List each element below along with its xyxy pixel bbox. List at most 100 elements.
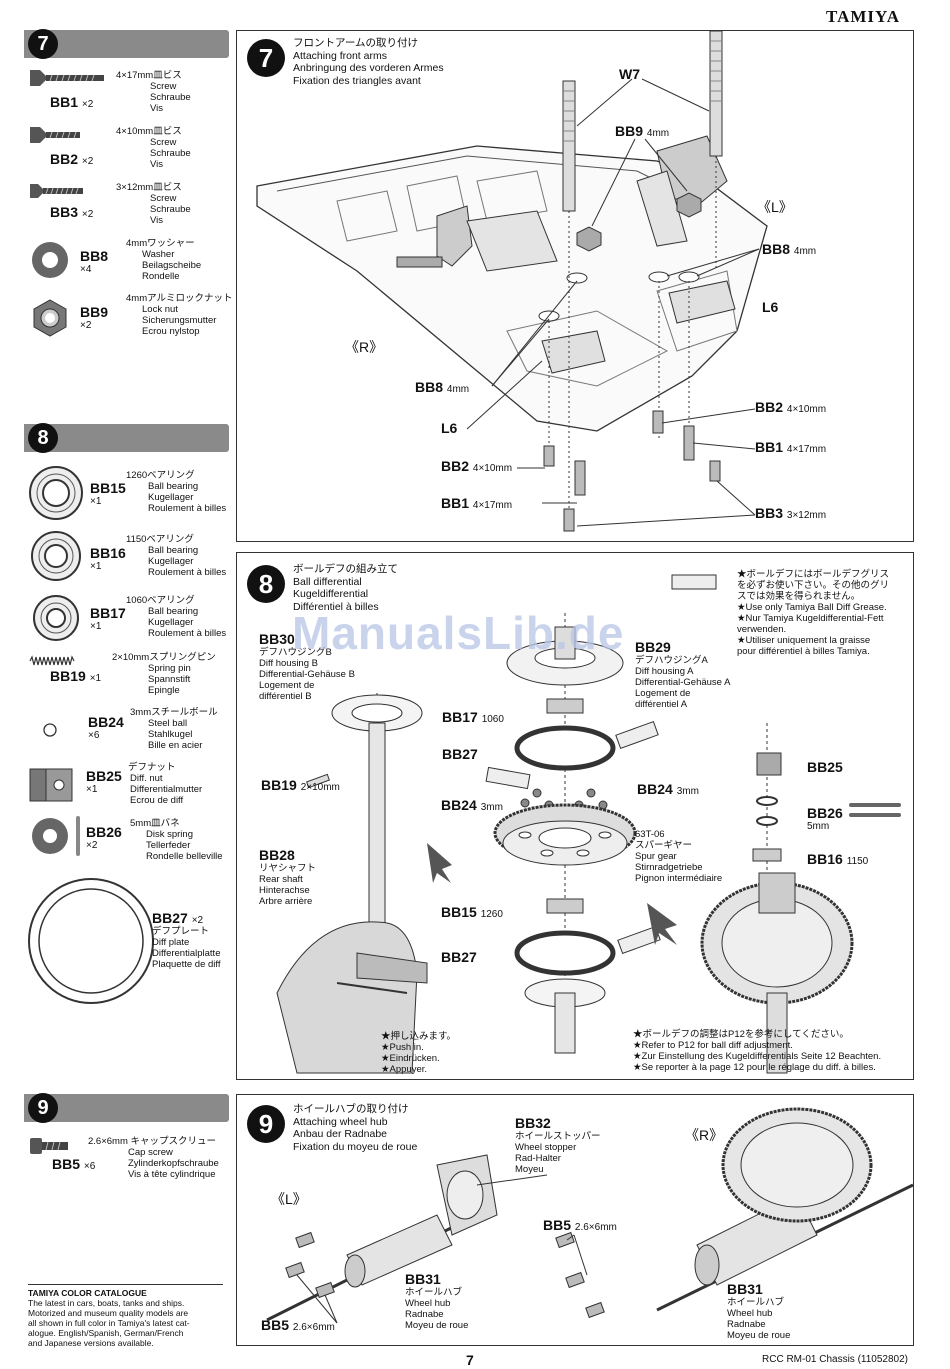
bb16-bearing-icon bbox=[31, 531, 81, 581]
step7-panel: 7 フロントアームの取り付け Attaching front arms Anbr… bbox=[236, 30, 914, 542]
bb2-right-callout: BB2 4×10mm bbox=[755, 399, 827, 415]
step9-number: 9 bbox=[247, 1105, 285, 1143]
bb24-left-callout: BB24 3mm bbox=[441, 797, 503, 813]
bb1-screw-icon bbox=[30, 70, 104, 86]
bb31-right-callout: BB31 ホイールハブ Wheel hub Radnabe Moyeu de r… bbox=[727, 1281, 791, 1341]
bb3-callout: BB3 3×12mm bbox=[755, 505, 827, 521]
bb8-desc: 4mmワッシャー Washer Beilagscheibe Rondelle bbox=[126, 238, 202, 282]
bb24-desc: 3mmスチールボール Steel ball Stahlkugel Bille e… bbox=[130, 707, 218, 751]
bb5-right-callout: BB5 2.6×6mm bbox=[543, 1217, 617, 1233]
bb24-right-callout: BB24 3mm bbox=[637, 781, 699, 797]
bb3-desc: 3×12mm皿ビス Screw Schraube Vis bbox=[116, 182, 191, 226]
bb3-code: BB3 ×2 bbox=[50, 204, 94, 220]
bb9-locknut-icon bbox=[33, 299, 67, 337]
l6-right-callout: L6 bbox=[762, 299, 779, 315]
bb26-diskspring-icon bbox=[32, 816, 80, 856]
bb5-code: BB5 ×6 bbox=[52, 1156, 96, 1172]
bb28-callout: BB28 リヤシャフト Rear shaft Hinterachse Arbre… bbox=[259, 847, 317, 907]
wheel-hub-assembly-diagram bbox=[266, 1107, 914, 1324]
catalogue-title: TAMIYA COLOR CATALOGUE bbox=[28, 1288, 147, 1298]
bb8-left-callout: BB8 4mm bbox=[415, 379, 470, 395]
brand-logo: TAMIYA bbox=[826, 7, 901, 26]
bb32-callout: BB32 ホイールストッパー Wheel stopper Rad-Halter … bbox=[515, 1115, 601, 1175]
catalogue-line: alogue. English/Spanish, German/French bbox=[28, 1328, 184, 1338]
bb27-bottom-callout: BB27 bbox=[441, 949, 477, 965]
step7-number: 7 bbox=[247, 39, 285, 77]
bb25-diffnut-icon bbox=[29, 768, 73, 802]
bb15-code: BB15×1 bbox=[90, 480, 126, 507]
step8-parts-header bbox=[24, 424, 229, 452]
bb17-callout: BB17 1060 bbox=[442, 709, 504, 725]
bb27-top-callout: BB27 bbox=[442, 746, 478, 762]
bb9-code: BB9×2 bbox=[80, 304, 109, 331]
step9-title: ホイールハブの取り付け Attaching wheel hub Anbau de… bbox=[293, 1103, 418, 1153]
catalogue-line: and Japanese versions available. bbox=[28, 1338, 154, 1348]
bb25-code: BB25×1 bbox=[86, 768, 122, 795]
bb16-desc: 1150ベアリング Ball bearing Kugellager Roulem… bbox=[126, 534, 227, 578]
bb16-code: BB16×1 bbox=[90, 545, 126, 572]
front-arm-assembly-diagram bbox=[256, 30, 768, 532]
step8-title: ボールデフの組み立て Ball differential Kugeldiffer… bbox=[293, 563, 398, 613]
bb1-code: BB1 ×2 bbox=[50, 94, 94, 110]
w7-callout: W7 bbox=[619, 66, 640, 82]
bb19-springpin-icon bbox=[29, 655, 75, 666]
bb9-desc: 4mmアルミロックナット Lock nut Sicherungsmutter E… bbox=[126, 293, 233, 337]
bb30-callout: BB30 デフハウジングB Diff housing B Differentia… bbox=[259, 631, 355, 702]
bb29-callout: BB29 デフハウジングA Diff housing A Differentia… bbox=[635, 639, 731, 710]
bb9-callout: BB9 4mm bbox=[615, 123, 670, 139]
step9-parts-number: 9 bbox=[28, 1093, 58, 1123]
step8-panel: 8 ボールデフの組み立て Ball differential Kugeldiff… bbox=[236, 552, 914, 1080]
bb5-capscrew-icon bbox=[30, 1138, 68, 1154]
bb17-bearing-icon bbox=[33, 595, 79, 641]
ball-diff-assembly-diagram bbox=[276, 574, 901, 1074]
bb2-code: BB2 ×2 bbox=[50, 151, 94, 167]
bb8-right-callout: BB8 4mm bbox=[762, 241, 817, 257]
bb17-code: BB17×1 bbox=[90, 605, 126, 632]
bb26-code: BB26×2 bbox=[86, 824, 122, 851]
right-side-label: 《R》 bbox=[685, 1127, 724, 1143]
bb5-desc: 2.6×6mm キャップスクリュー Cap screw Zylinderkopf… bbox=[88, 1136, 219, 1180]
bb1-left-callout: BB1 4×17mm bbox=[441, 495, 513, 511]
spur-gear-callout: 63T-06 スパーギヤー Spur gear Stirnradgetriebe… bbox=[635, 829, 723, 884]
bb19-code: BB19 ×1 bbox=[50, 668, 102, 684]
catalogue-line: The latest in cars, boats, tanks and shi… bbox=[28, 1298, 185, 1308]
bb15-bearing-icon bbox=[29, 466, 83, 520]
bb1-right-callout: BB1 4×17mm bbox=[755, 439, 827, 455]
bb8-code: BB8×4 bbox=[80, 248, 109, 275]
step7-parts-number: 7 bbox=[28, 29, 58, 59]
bb16-callout: BB16 1150 bbox=[807, 851, 869, 867]
step9-parts-header bbox=[24, 1094, 229, 1122]
bb8-washer-icon bbox=[32, 242, 68, 278]
left-side-label: 《L》 bbox=[271, 1191, 307, 1207]
step7-parts-header bbox=[24, 30, 229, 58]
bb17-desc: 1060ベアリング Ball bearing Kugellager Roulem… bbox=[126, 595, 227, 639]
bb27-desc: デフプレート Diff plate Differentialplatte Pla… bbox=[152, 926, 221, 970]
bb15-desc: 1260ベアリング Ball bearing Kugellager Roulem… bbox=[126, 470, 227, 514]
push-in-note: ★押し込みます。 ★Push in. ★Eindrücken. ★Appuyer… bbox=[381, 1031, 457, 1075]
bb27-diffplate-icon bbox=[28, 878, 154, 1004]
adjustment-note: ★ボールデフの調整はP12を参考にしてください。 ★Refer to P12 f… bbox=[633, 1029, 882, 1073]
bb25-callout: BB25 bbox=[807, 759, 843, 775]
bb27-code: BB27 ×2 bbox=[152, 910, 204, 926]
step8-number: 8 bbox=[247, 565, 285, 603]
bb2-desc: 4×10mm皿ビス Screw Schraube Vis bbox=[116, 126, 191, 170]
bb2-screw-icon bbox=[30, 127, 80, 143]
color-catalogue-box: TAMIYA COLOR CATALOGUE The latest in car… bbox=[28, 1284, 223, 1357]
grease-notes: ★ボールデフにはボールデフグリス を必ずお使い下さい。その他のグリ スでは効果を… bbox=[737, 569, 890, 657]
bb2-left-callout: BB2 4×10mm bbox=[441, 458, 513, 474]
bb26-desc: 5mm皿バネ Disk spring Tellerfeder Rondelle … bbox=[130, 818, 223, 862]
bb19-callout: BB19 2×10mm bbox=[261, 777, 340, 793]
bb19-desc: 2×10mmスプリングピン Spring pin Spannstift Epin… bbox=[112, 652, 216, 696]
step7-title: フロントアームの取り付け Attaching front arms Anbrin… bbox=[293, 37, 444, 87]
bb24-code: BB24×6 bbox=[88, 714, 124, 741]
bb5-left-callout: BB5 2.6×6mm bbox=[261, 1317, 335, 1333]
page-number: 7 bbox=[466, 1352, 474, 1368]
l6-left-callout: L6 bbox=[441, 420, 458, 436]
bb24-steelball-icon bbox=[43, 723, 57, 737]
bb1-desc: 4×17mm皿ビス Screw Schraube Vis bbox=[116, 70, 191, 114]
watermark: ManualsLib.de bbox=[292, 607, 625, 659]
bb3-screw-icon bbox=[30, 184, 83, 198]
bb15-callout: BB15 1260 bbox=[441, 904, 503, 920]
step8-parts-number: 8 bbox=[28, 423, 58, 453]
